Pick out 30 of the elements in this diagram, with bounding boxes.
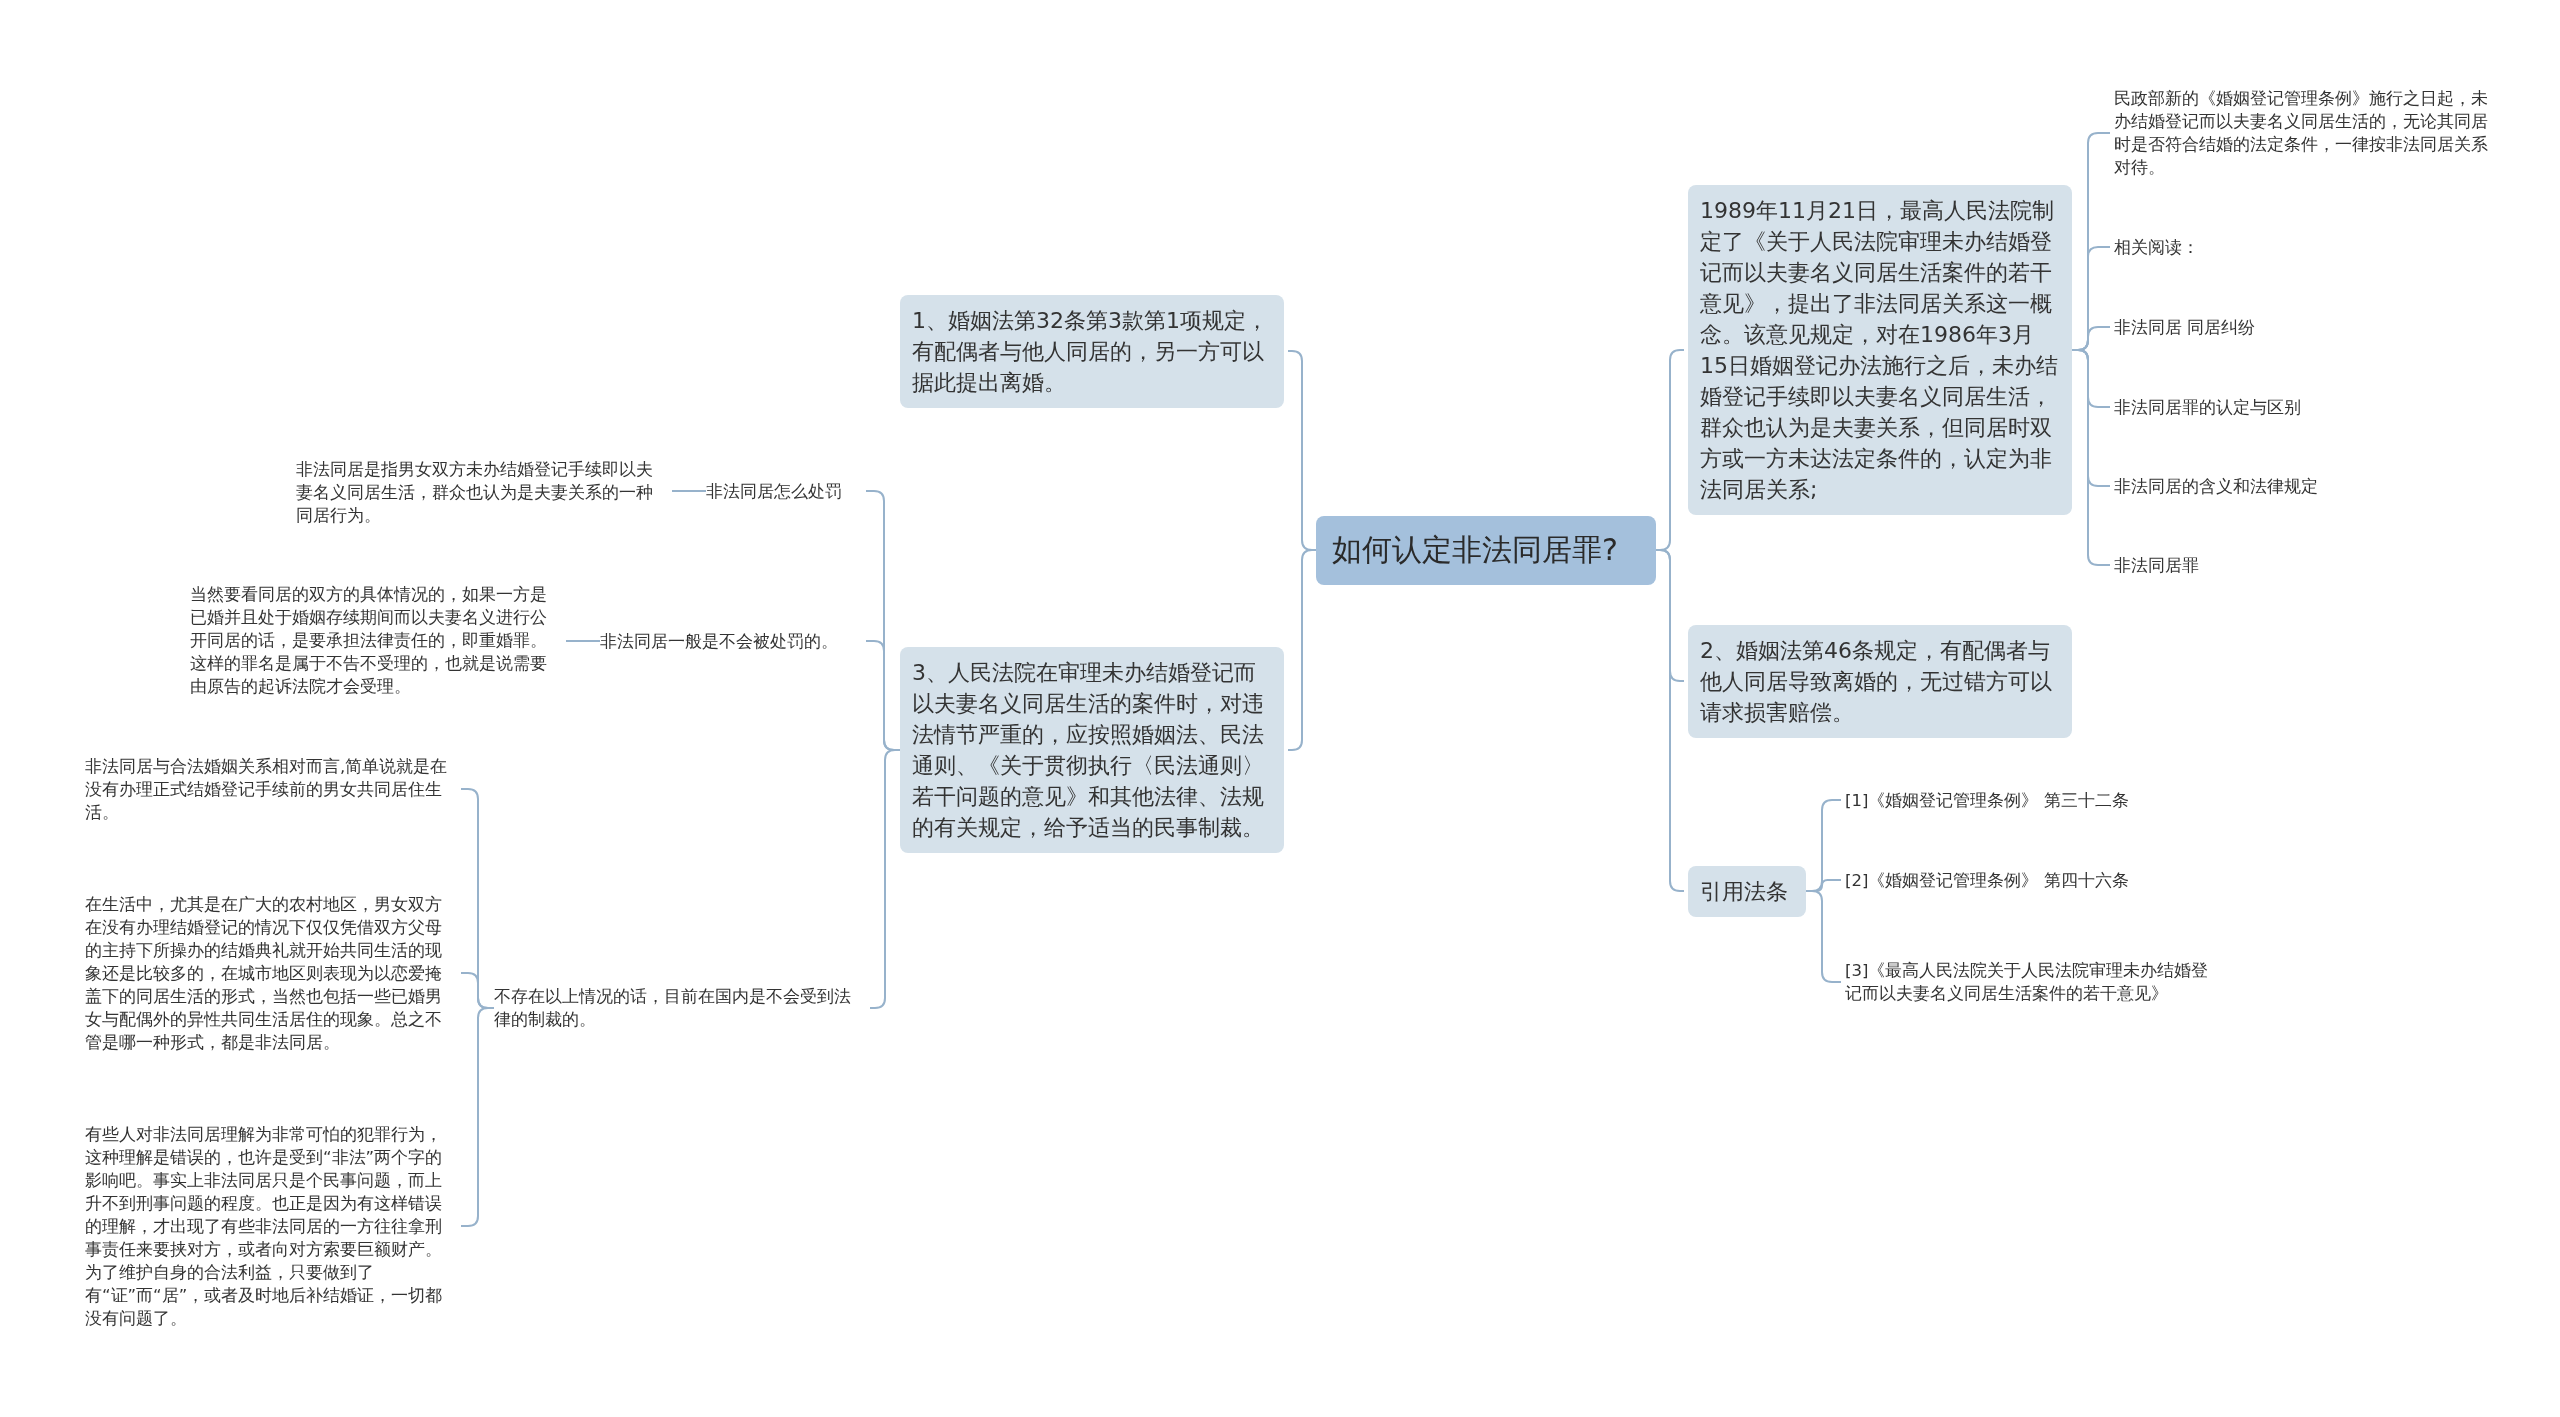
topic-box: [1688, 624, 2072, 738]
topic-text: 非法同居怎么处罚: [706, 479, 862, 503]
topic-box: [900, 647, 1284, 853]
central-topic-box: [1316, 515, 1656, 585]
topic-text: 非法同居一般是不会被处罚的。: [600, 629, 862, 653]
topic-text: 民政部新的《婚姻登记管理条例》施行之日起，未办结婚登记而以夫妻名义同居生活的，无论其同居时是否符合结婚的法定条件，一律按非法同居关系对待。: [2114, 87, 2494, 179]
topic-label: 3、人民法院在审理未办结婚登记而以夫妻名义同居生活的案件时，对违法情节严重的，应按照婚姻法、民法通则、《关于贯彻执行〈民法通则〉若干问题的意见》和其他法律、法规的有关规定，给予适当的民事制裁。: [912, 659, 1265, 842]
topic-text: 非法同居 同居纠纷: [2114, 315, 2374, 339]
topic-text: [2]《婚姻登记管理条例》 第四十六条: [1845, 868, 2185, 892]
topic-text: 在生活中，尤其是在广大的农村地区，男女双方在没有办理结婚登记的情况下仅仅凭借双方父母的主持下所操办的结婚典礼就开始共同生活的现象还是比较多的，在城市地区则表现为以恋爱掩盖下的同居生活的形式，当然也包括一些已婚男女与配偶外的异性共同生活居住的现象。总之不管是哪一种形式，都是非法同居。: [85, 892, 457, 1054]
topic-label: 1989年11月21日，最高人民法院制定了《关于人民法院审理未办结婚登记而以夫妻名义同居生活案件的若干意见》，提出了非法同居关系这一概念。该意见规定，对在1986年3月15日婚姻登记办法施行之后，未办结婚登记手续即以夫妻名义同居生活，群众也认为是夫妻关系，但同居时双方或一方未达法定条件的，认定为非法同居关系;: [1700, 197, 2059, 504]
topic-text: 不存在以上情况的话，目前在国内是不会受到法律的制裁的。: [494, 985, 866, 1031]
topic-text: 非法同居罪: [2114, 553, 2314, 577]
topic-label: 引用法条: [1700, 877, 1789, 906]
topic-text: 非法同居是指男女双方未办结婚登记手续即以夫妻名义同居生活，群众也认为是夫妻关系的一种同居行为。: [296, 457, 668, 527]
topic-text: 非法同居罪的认定与区别: [2114, 395, 2374, 419]
topic-text: [1]《婚姻登记管理条例》 第三十二条: [1845, 788, 2185, 812]
topic-box: [1688, 865, 1806, 917]
topic-label: 1、婚姻法第32条第3款第1项规定，有配偶者与他人同居的，另一方可以据此提出离婚。: [912, 306, 1269, 397]
topic-text: [3]《最高人民法院关于人民法院审理未办结婚登记而以夫妻名义同居生活案件的若干意见》: [1845, 959, 2225, 1005]
connector-line: [565, 640, 601, 642]
topic-text: 有些人对非法同居理解为非常可怕的犯罪行为，这种理解是错误的，也许是受到“非法”两个字的影响吧。事实上非法同居只是个民事问题，而上升不到刑事问题的程度。也正是因为有这样错误的理解，才出现了有些非法同居的一方往往拿刑事责任来要挟对方，或者向对方索要巨额财产。为了维护自身的合法利益，只要做到了有“证”而“居”，或者及时地后补结婚证，一切都没有问题了。: [85, 1122, 457, 1330]
topic-text: 当然要看同居的双方的具体情况的，如果一方是已婚并且处于婚姻存续期间而以夫妻名义进行公开同居的话，是要承担法律责任的，即重婚罪。这样的罪名是属于不告不受理的，也就是说需要由原告的起诉法院才会受理。: [190, 582, 562, 698]
connector-line: [671, 490, 707, 492]
topic-label: 2、婚姻法第46条规定，有配偶者与他人同居导致离婚的，无过错方可以请求损害赔偿。: [1700, 636, 2053, 727]
topic-text: 非法同居的含义和法律规定: [2114, 474, 2374, 498]
central-topic-text: 如何认定非法同居罪?: [1332, 530, 1619, 569]
topic-box: [900, 294, 1284, 408]
topic-text: 非法同居与合法婚姻关系相对而言,简单说就是在没有办理正式结婚登记手续前的男女共同居住生活。: [85, 754, 457, 824]
topic-text: 相关阅读：: [2114, 235, 2314, 259]
